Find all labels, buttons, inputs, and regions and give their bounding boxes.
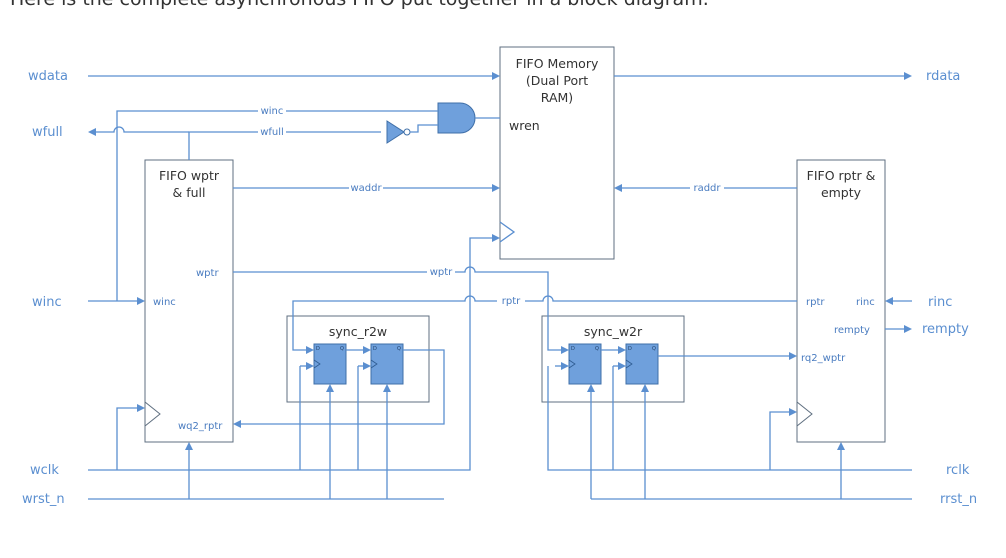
memory-title-1: FIFO Memory xyxy=(516,56,599,71)
caption: Here is the complete asynchronous FIFO p… xyxy=(10,0,709,10)
rptr-pin: rptr xyxy=(806,297,825,308)
rinc-pin: rinc xyxy=(856,297,875,308)
fifo-rptr-empty-block: FIFO rptr & empty rptr rinc rempty rq2_w… xyxy=(796,159,886,443)
wdata-port: wdata xyxy=(28,69,68,84)
memory-title-2: (Dual Port xyxy=(526,73,588,88)
rptr-signal-label: rptr xyxy=(502,296,521,307)
ff-pin-d: D xyxy=(571,346,575,352)
memory-wren-pin: wren xyxy=(509,118,540,133)
rinc-port: rinc xyxy=(928,295,952,310)
rempty-pin: rempty xyxy=(834,325,870,336)
wptr-block-title-2: & full xyxy=(173,185,206,200)
winc-signal-label: winc xyxy=(261,106,284,117)
and-gate xyxy=(437,102,476,134)
winc-port: winc xyxy=(32,295,62,310)
rdata-port: rdata xyxy=(926,69,960,84)
wrst-n-port: wrst_n xyxy=(22,492,65,507)
wptr-pin: wptr xyxy=(196,268,219,279)
wclk-port: wclk xyxy=(30,463,59,478)
wptr-block-title-1: FIFO wptr xyxy=(159,168,220,183)
rptr-block-title-1: FIFO rptr & xyxy=(807,168,876,183)
sync-r2w-title: sync_r2w xyxy=(329,324,387,339)
ff-pin-q: Q xyxy=(595,346,599,352)
fifo-wptr-full-block: FIFO wptr & full wptr winc wq2_rptr xyxy=(144,159,234,443)
ff-pin-q: Q xyxy=(397,346,401,352)
rrst-n-port: rrst_n xyxy=(940,492,977,507)
sync-w2r-title: sync_w2r xyxy=(584,324,643,339)
memory-title-3: RAM) xyxy=(541,90,573,105)
ff-pin-q: Q xyxy=(340,346,344,352)
winc-pin: winc xyxy=(153,297,176,308)
rq2-wptr-pin: rq2_wptr xyxy=(801,353,846,364)
ff-pin-d: D xyxy=(316,346,320,352)
ff-pin-q: Q xyxy=(652,346,656,352)
rclk-port: rclk xyxy=(946,463,970,478)
ff-pin-d: D xyxy=(373,346,377,352)
rptr-block-title-2: empty xyxy=(821,185,862,200)
rempty-port: rempty xyxy=(922,322,969,337)
wfull-signal-label: wfull xyxy=(260,127,284,138)
inverter xyxy=(386,120,411,144)
ff-pin-d: D xyxy=(628,346,632,352)
wq2-rptr-pin: wq2_rptr xyxy=(178,421,223,432)
raddr-signal-label: raddr xyxy=(693,183,721,194)
waddr-signal-label: waddr xyxy=(350,183,382,194)
fifo-memory-block: FIFO Memory (Dual Port RAM) wren xyxy=(499,46,615,260)
wptr-signal-label: wptr xyxy=(430,267,453,278)
wfull-port: wfull xyxy=(32,125,63,140)
